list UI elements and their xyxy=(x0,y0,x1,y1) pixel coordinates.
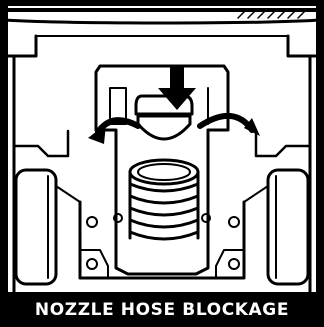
base-notch-left xyxy=(79,249,109,279)
nozzle-hose-illustration xyxy=(8,6,316,292)
down-arrow-icon xyxy=(158,66,196,110)
right-wheel-bracket xyxy=(243,185,269,203)
screw-left-lower xyxy=(86,258,98,270)
caption-title: NOZZLE HOSE BLOCKAGE xyxy=(34,300,290,320)
screw-left-upper xyxy=(86,216,98,228)
left-curved-arrow-icon xyxy=(88,117,141,144)
hose-rib-3 xyxy=(128,206,200,217)
screw-right-lower xyxy=(228,258,240,270)
screw-mid-left xyxy=(113,213,123,223)
nozzle-cover-bowl xyxy=(136,114,192,141)
left-wheel-bracket xyxy=(55,185,81,203)
hose-rib-5 xyxy=(128,230,200,241)
hose-housing xyxy=(94,64,230,276)
chassis-right xyxy=(254,129,312,158)
screw-right-upper xyxy=(228,216,240,228)
housing-left-wall xyxy=(12,34,38,292)
housing-band xyxy=(8,18,316,25)
hose-rib-1 xyxy=(128,182,200,193)
hose-rib-2 xyxy=(128,194,200,205)
right-curved-arrow-icon xyxy=(197,112,260,136)
chassis-left xyxy=(12,129,70,158)
base-plate xyxy=(78,200,246,280)
left-wheel xyxy=(14,168,58,286)
housing-hatching xyxy=(237,9,307,19)
screw-mid-right xyxy=(201,213,211,223)
housing-right-wall xyxy=(286,34,312,292)
hose-opening-inner xyxy=(137,163,191,181)
hose-rib-4 xyxy=(128,218,200,229)
right-wheel xyxy=(266,168,310,286)
base-notch-right xyxy=(215,249,245,279)
